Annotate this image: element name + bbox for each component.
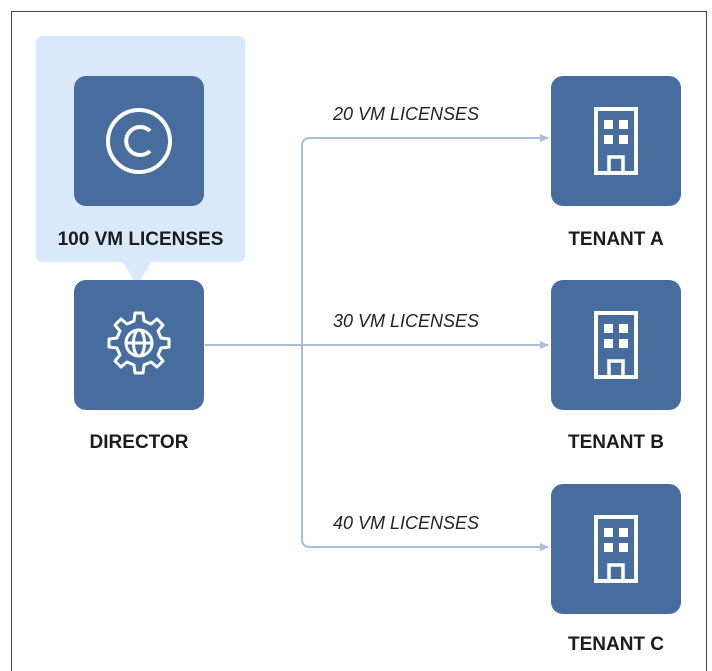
tenant-b-label: TENANT B <box>567 432 665 453</box>
tenant-a-tile <box>551 76 681 206</box>
tenant-a-label: TENANT A <box>568 229 664 250</box>
tenant-a-allocation: 20 VM LICENSES <box>333 104 480 124</box>
tenant-c-tile <box>551 484 681 614</box>
copyright-icon <box>106 108 172 174</box>
building-icon <box>594 515 638 583</box>
tenant-b-tile <box>551 280 681 410</box>
tenant-c-allocation: 40 VM LICENSES <box>333 513 480 533</box>
director-tile <box>74 280 204 410</box>
director-label: DIRECTOR <box>89 432 189 453</box>
building-icon <box>594 107 638 175</box>
building-icon <box>594 311 638 379</box>
tenant-b-allocation: 30 VM LICENSES <box>333 311 480 331</box>
diagram-frame <box>11 11 707 671</box>
gear-globe-icon <box>107 311 171 375</box>
connector-tenant-a <box>301 134 549 345</box>
license-tile <box>74 76 204 206</box>
tenant-c-label: TENANT C <box>567 634 665 655</box>
license-pool-label: 100 VM LICENSES <box>57 229 224 250</box>
connector-tenant-c <box>301 345 549 551</box>
